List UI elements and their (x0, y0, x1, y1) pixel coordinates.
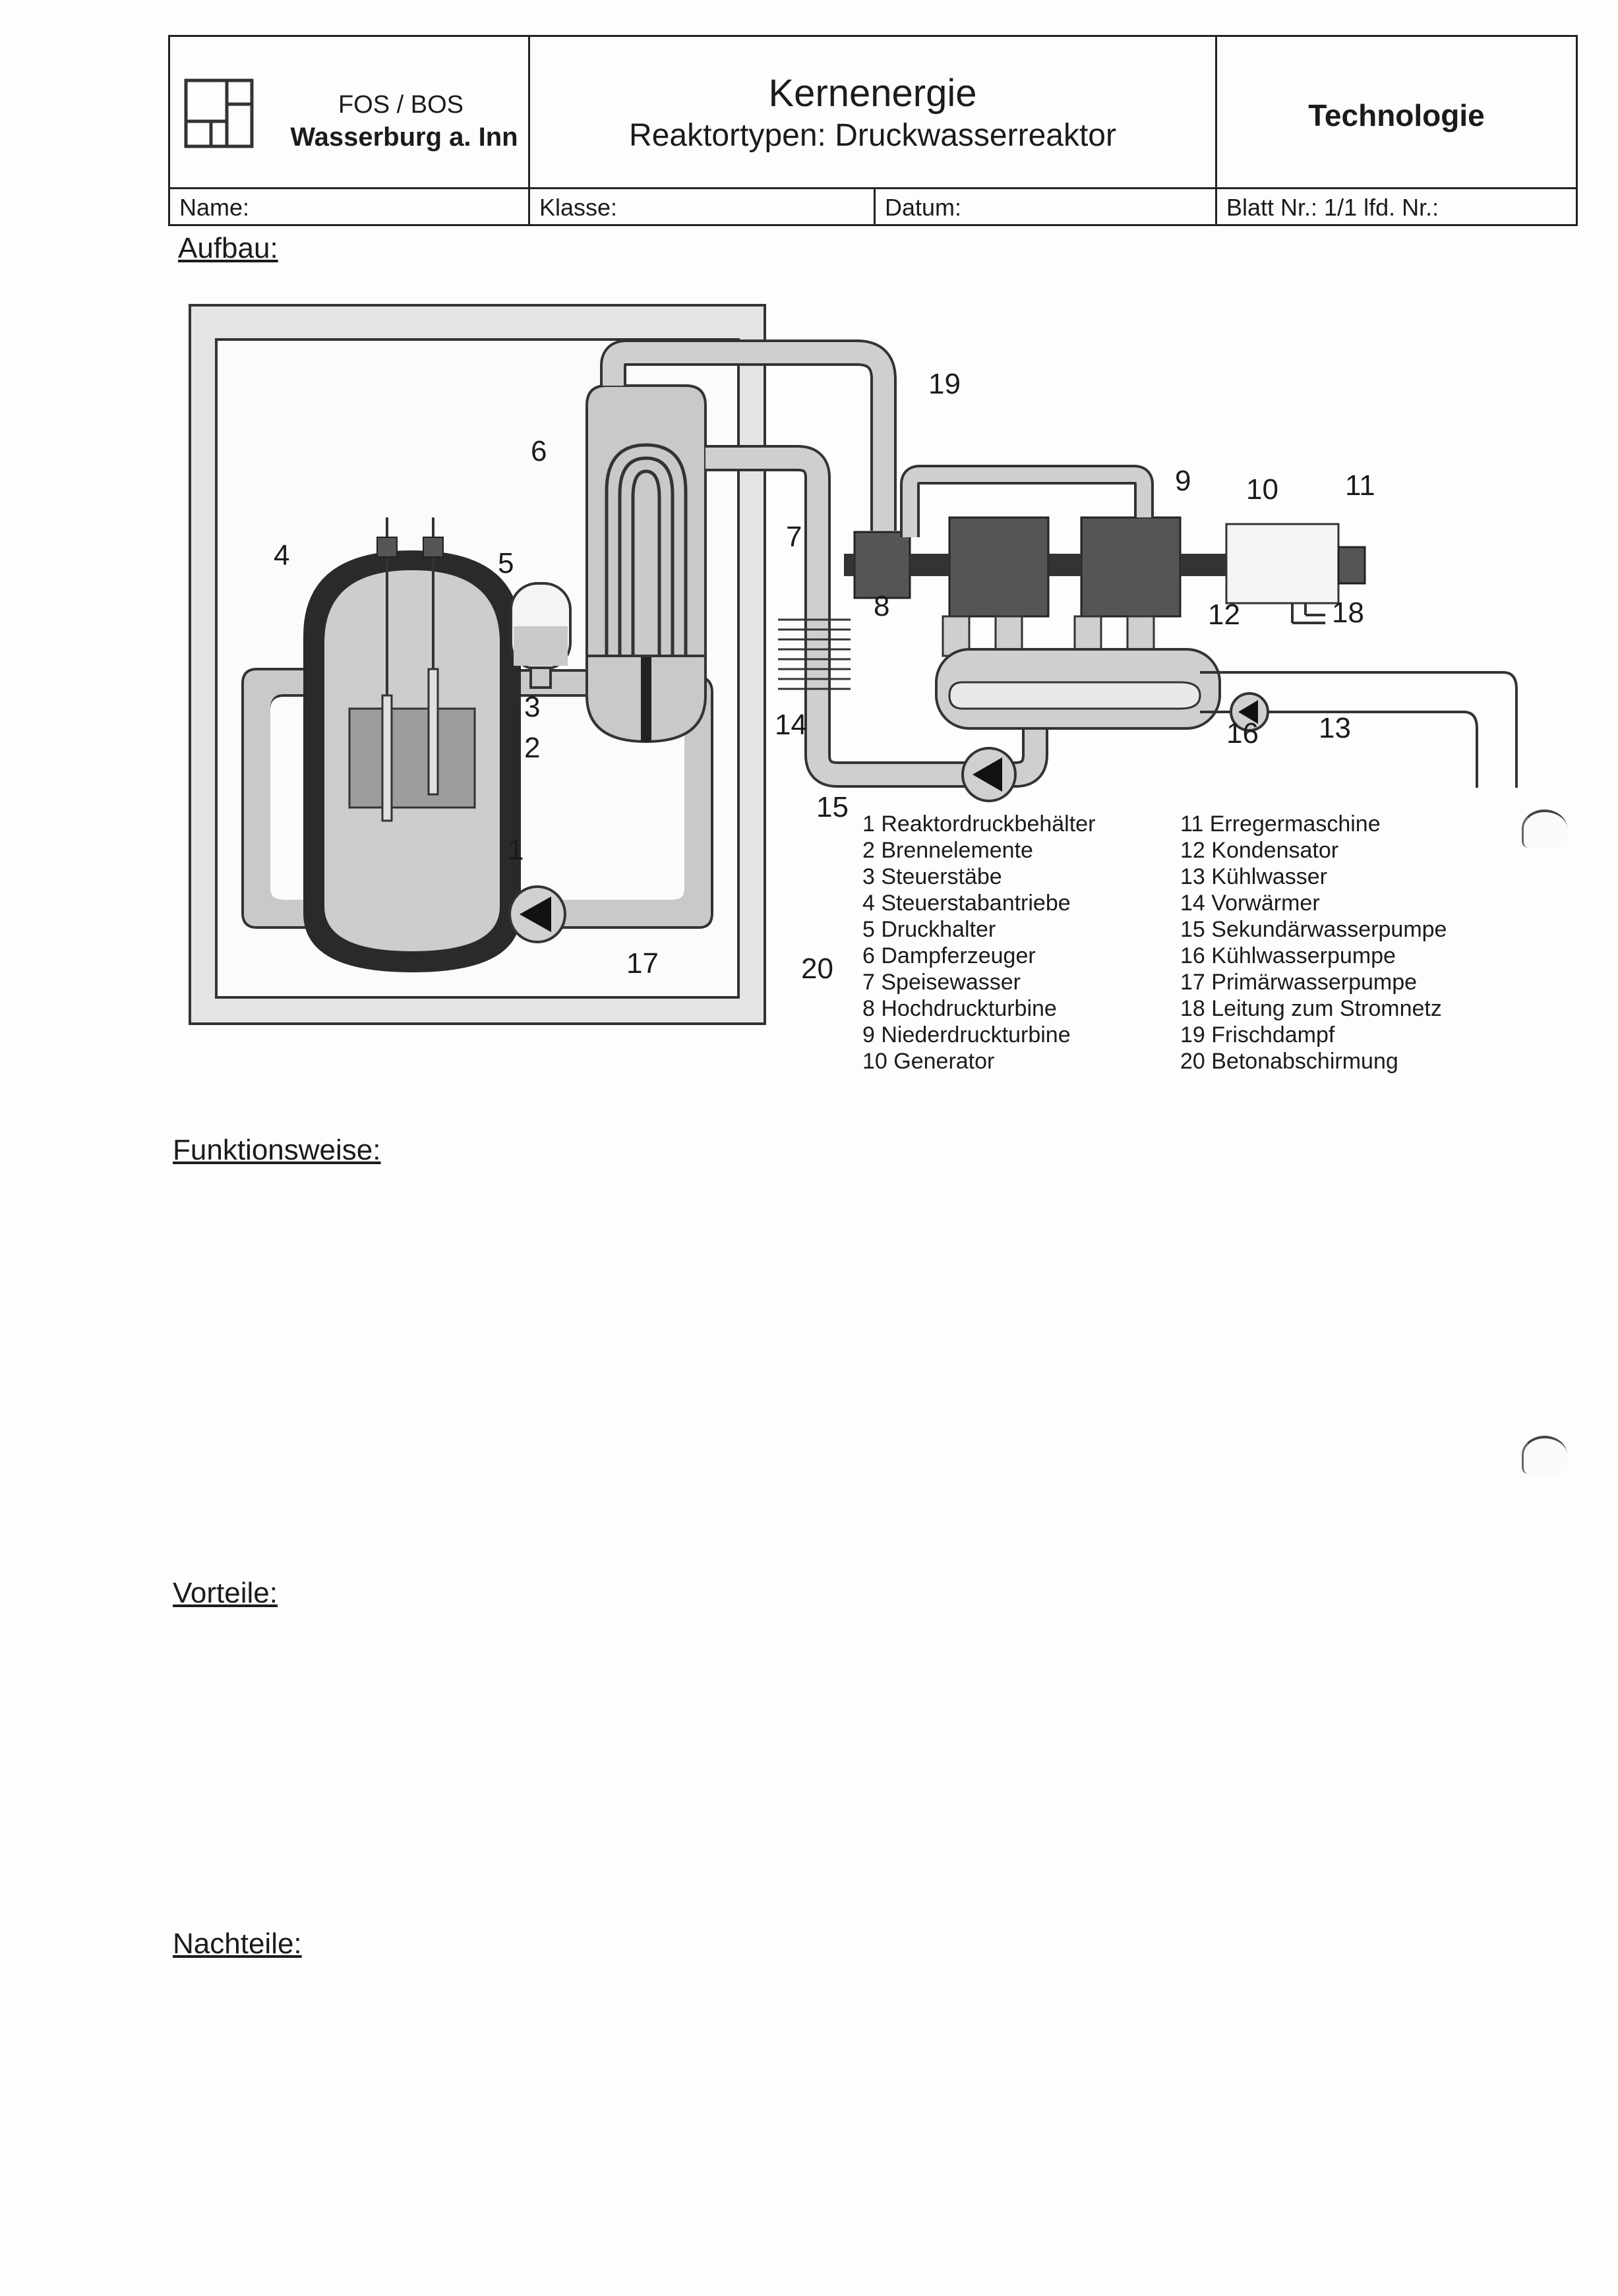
callout-19: 19 (928, 368, 961, 400)
callout-15: 15 (816, 791, 849, 823)
callout-18: 18 (1332, 597, 1364, 629)
callout-6: 6 (531, 435, 547, 467)
callout-14: 14 (775, 709, 807, 741)
punch-hole (1522, 809, 1567, 848)
klasse-field[interactable]: Klasse: (530, 187, 876, 224)
name-field[interactable]: Name: (170, 187, 530, 224)
header-top-row: FOS / BOS Wasserburg a. Inn Kernenergie … (170, 37, 1576, 189)
legend-item: 17 Primärwasserpumpe (1180, 970, 1418, 995)
legend-item: 10 Generator (862, 1049, 995, 1074)
page-title: Kernenergie (768, 72, 977, 115)
legend-item: 1 Reaktordruckbehälter (862, 811, 1096, 837)
condenser (935, 615, 1221, 730)
pump-icon (508, 692, 1269, 943)
legend-item: 5 Druckhalter (862, 917, 996, 942)
callout-8: 8 (874, 590, 890, 622)
legend-item: 11 Erregermaschine (1180, 811, 1381, 837)
legend-item: 19 Frischdampf (1180, 1022, 1335, 1047)
legend-item: 15 Sekundärwasserpumpe (1180, 917, 1447, 942)
callout-7: 7 (786, 521, 802, 553)
pressurizer (510, 582, 572, 689)
callout-3: 3 (524, 691, 541, 723)
callout-2: 2 (524, 732, 541, 764)
school-logo-icon (184, 78, 254, 148)
worksheet-header: FOS / BOS Wasserburg a. Inn Kernenergie … (168, 35, 1578, 226)
cooling-water-line (1200, 671, 1518, 788)
section-nachteile: Nachteile: (173, 1928, 302, 1960)
legend-item: 14 Vorwärmer (1180, 891, 1320, 916)
school-name-line2: Wasserburg a. Inn (290, 123, 518, 152)
school-name-line1: FOS / BOS (338, 91, 464, 119)
legend-right: 11 Erregermaschine 12 Kondensator 13 Küh… (1180, 811, 1447, 1074)
callout-10: 10 (1246, 473, 1278, 506)
legend-item: 3 Steuerstäbe (862, 864, 1002, 889)
callout-12: 12 (1208, 599, 1240, 631)
section-vorteile: Vorteile: (173, 1577, 278, 1609)
callout-11: 11 (1345, 469, 1375, 502)
legend-item: 16 Kühlwasserpumpe (1180, 943, 1396, 968)
turbine-set (844, 465, 1366, 624)
legend-item: 7 Speisewasser (862, 970, 1021, 995)
legend-item: 9 Niederdruckturbine (862, 1022, 1071, 1047)
legend-item: 6 Dampferzeuger (862, 943, 1036, 968)
subject-label: Technologie (1308, 98, 1485, 132)
datum-field[interactable]: Datum: (876, 187, 1217, 224)
steam-generator (585, 384, 707, 744)
callout-20: 20 (801, 953, 833, 985)
callout-9: 9 (1175, 465, 1191, 497)
legend-item: 12 Kondensator (1180, 838, 1339, 863)
preheater (778, 618, 851, 690)
punch-hole (1522, 1436, 1567, 1474)
callout-13: 13 (1319, 712, 1351, 744)
title-cell: Kernenergie Reaktortypen: Druckwasserrea… (530, 37, 1217, 187)
callout-4: 4 (274, 539, 290, 572)
legend-item: 4 Steuerstabantriebe (862, 891, 1071, 916)
school-cell: FOS / BOS Wasserburg a. Inn (170, 37, 530, 187)
blatt-field[interactable]: Blatt Nr.: 1/1 lfd. Nr.: (1226, 194, 1439, 221)
callout-5: 5 (498, 547, 514, 579)
header-form-row: Name: Klasse: Datum: Blatt Nr.: 1/1 lfd.… (170, 187, 1576, 224)
section-aufbau: Aufbau: (178, 232, 278, 264)
page-subtitle: Reaktortypen: Druckwasserreaktor (629, 118, 1116, 153)
callout-1: 1 (508, 834, 524, 866)
legend-item: 20 Betonabschirmung (1180, 1049, 1398, 1074)
subject-cell: Technologie (1217, 37, 1576, 187)
pwr-diagram (189, 304, 1518, 1025)
legend-item: 2 Brennelemente (862, 838, 1033, 863)
callout-17: 17 (626, 947, 659, 980)
legend-left: 1 Reaktordruckbehälter 2 Brennelemente 3… (862, 811, 1095, 1074)
reactor-pressure-vessel (303, 517, 521, 972)
section-funktionsweise: Funktionsweise: (173, 1134, 381, 1166)
legend-item: 13 Kühlwasser (1180, 864, 1328, 889)
legend-item: 18 Leitung zum Stromnetz (1180, 996, 1442, 1021)
legend-item: 8 Hochdruckturbine (862, 996, 1057, 1021)
callout-16: 16 (1226, 717, 1259, 750)
